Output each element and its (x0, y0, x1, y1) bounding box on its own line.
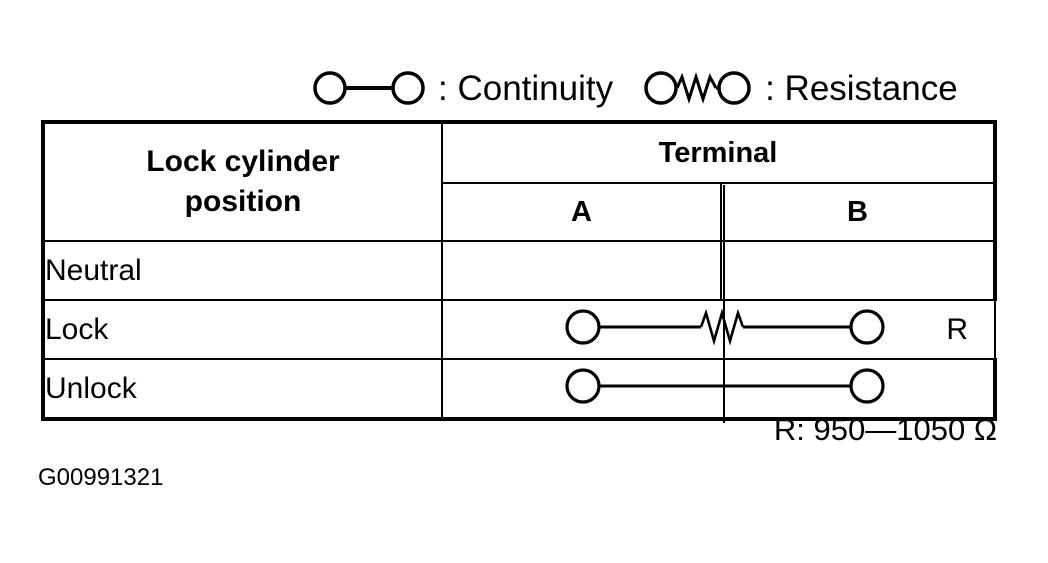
header-lock-cylinder-position: Lock cylinder position (41, 120, 443, 242)
header-terminal-a: A (441, 182, 722, 242)
legend-continuity-label: : Continuity (438, 68, 614, 108)
continuity-symbol-icon (313, 71, 425, 105)
cell-unlock-terminals (441, 358, 997, 421)
lock-resistance-symbol-icon (565, 308, 885, 346)
legend-resistance-label: : Resistance (765, 68, 958, 108)
resistance-value-note: R: 950—1050 Ω (773, 412, 997, 447)
table-header-row-2: A B (43, 182, 997, 242)
legend-resistance-group: : Resistance (643, 66, 958, 110)
header-position-line1: Lock cylinder (146, 144, 340, 178)
table-header-row-1: Lock cylinder position Terminal (41, 120, 997, 242)
unlock-continuity-symbol-icon (565, 368, 885, 404)
lock-resistance-tag: R (946, 312, 968, 346)
cell-neutral-terminal-a (441, 240, 722, 301)
table-row: Neutral (41, 240, 997, 301)
table-row: Unlock (41, 358, 997, 421)
row-label-unlock: Unlock (41, 358, 443, 421)
lock-cylinder-continuity-table: Lock cylinder position Terminal A B Neut… (41, 120, 997, 423)
cell-lock-terminals: R (441, 299, 996, 360)
header-position-line2: position (184, 185, 302, 218)
header-terminal: Terminal (441, 120, 997, 184)
header-terminal-b: B (720, 182, 997, 242)
legend-continuity-group: : Continuity (310, 66, 613, 110)
table-row: Lock R (41, 299, 996, 360)
figure-reference-code: G00991321 (38, 464, 164, 491)
cell-neutral-terminal-b (720, 240, 997, 301)
row-label-lock: Lock (41, 299, 443, 360)
legend: : Continuity : Resistance (310, 62, 1020, 114)
resistance-symbol-icon (644, 71, 751, 105)
row-label-neutral: Neutral (41, 240, 443, 301)
